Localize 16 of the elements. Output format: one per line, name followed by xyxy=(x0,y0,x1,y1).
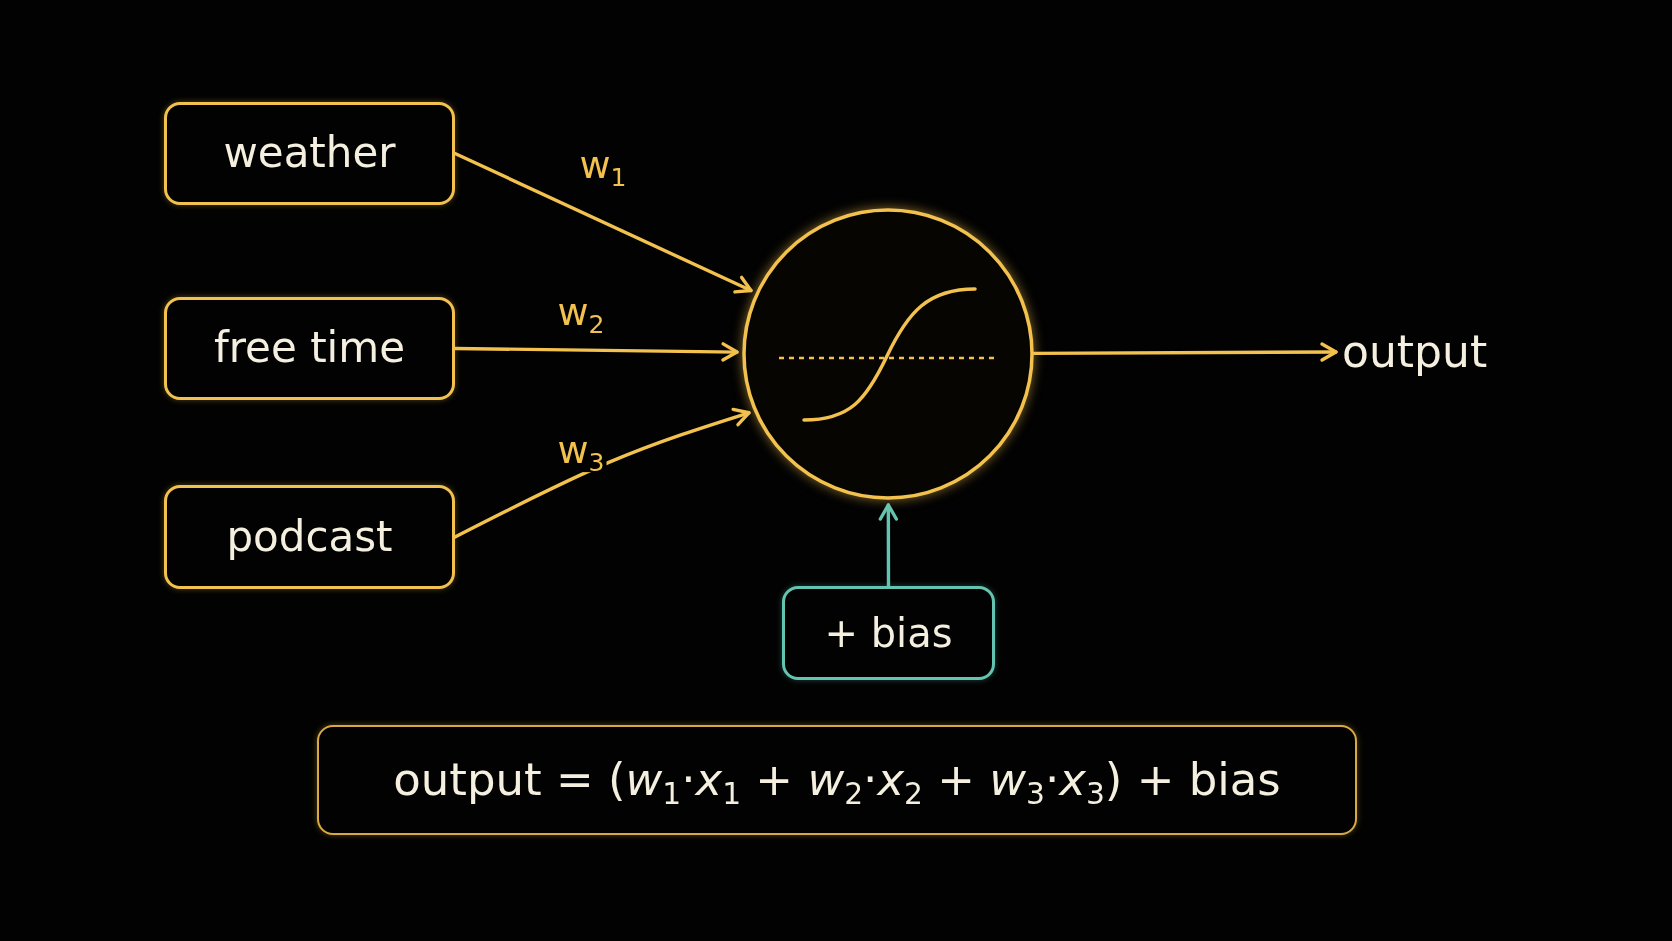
input-label: free time xyxy=(213,323,406,374)
input-box xyxy=(164,297,455,400)
input-box xyxy=(164,485,455,589)
arrow xyxy=(453,407,751,539)
input-box xyxy=(164,102,455,205)
arrow xyxy=(453,342,739,362)
formula-text: output = (w$_{1}$·x$_{1}$ + w$_{2}$·x$_{2}$ + w$_{3}$·x$_{3}$) + bias xyxy=(393,753,1281,807)
neuron-circle xyxy=(742,208,1034,500)
arrow xyxy=(878,503,899,588)
output-label: output xyxy=(1342,322,1494,382)
input-label: weather xyxy=(223,128,396,179)
bias-label: + bias xyxy=(824,609,953,657)
bias-box xyxy=(782,586,995,680)
input-label: podcast xyxy=(226,511,393,563)
formula-box xyxy=(317,725,1357,835)
arrow xyxy=(453,151,753,294)
